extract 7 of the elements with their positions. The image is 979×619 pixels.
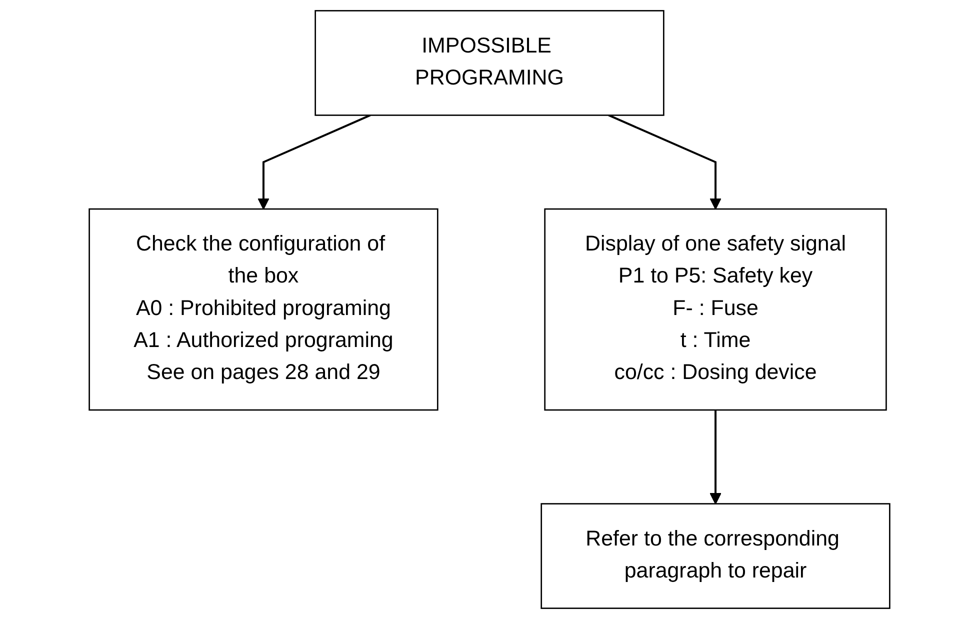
arrow [608,114,722,210]
node-box: IMPOSSIBLE PROGRAMING [314,10,664,116]
arrow [710,410,722,504]
node-box: Display of one safety signal P1 to P5: Safety key F- : Fuse t : Time co/cc : Dosing device [544,208,887,411]
arrow [258,114,371,210]
node-box: Check the configuration of the box A0 : Prohibited programing A1 : Authorized programing See on pages 28 and 29 [88,208,438,411]
node-box: Refer to the corresponding paragraph to repair [540,503,890,609]
